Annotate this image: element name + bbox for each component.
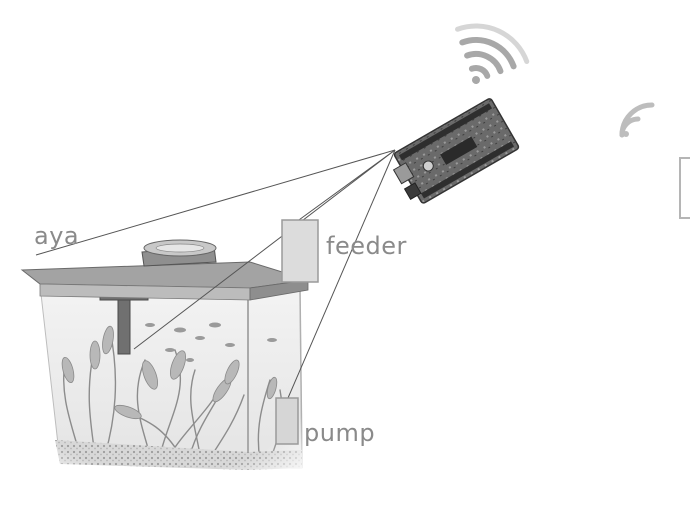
scene-fade [0,160,385,520]
feeder-label: feeder [326,234,407,258]
wifi-icon-partial [622,105,652,137]
wifi-icon [454,11,528,85]
left-device-label: aya [34,224,79,248]
pump-module [276,398,298,444]
feeder-module [282,220,318,282]
right-edge-device [680,158,690,218]
pump-label: pump [304,421,375,445]
arduino-board [387,98,520,208]
